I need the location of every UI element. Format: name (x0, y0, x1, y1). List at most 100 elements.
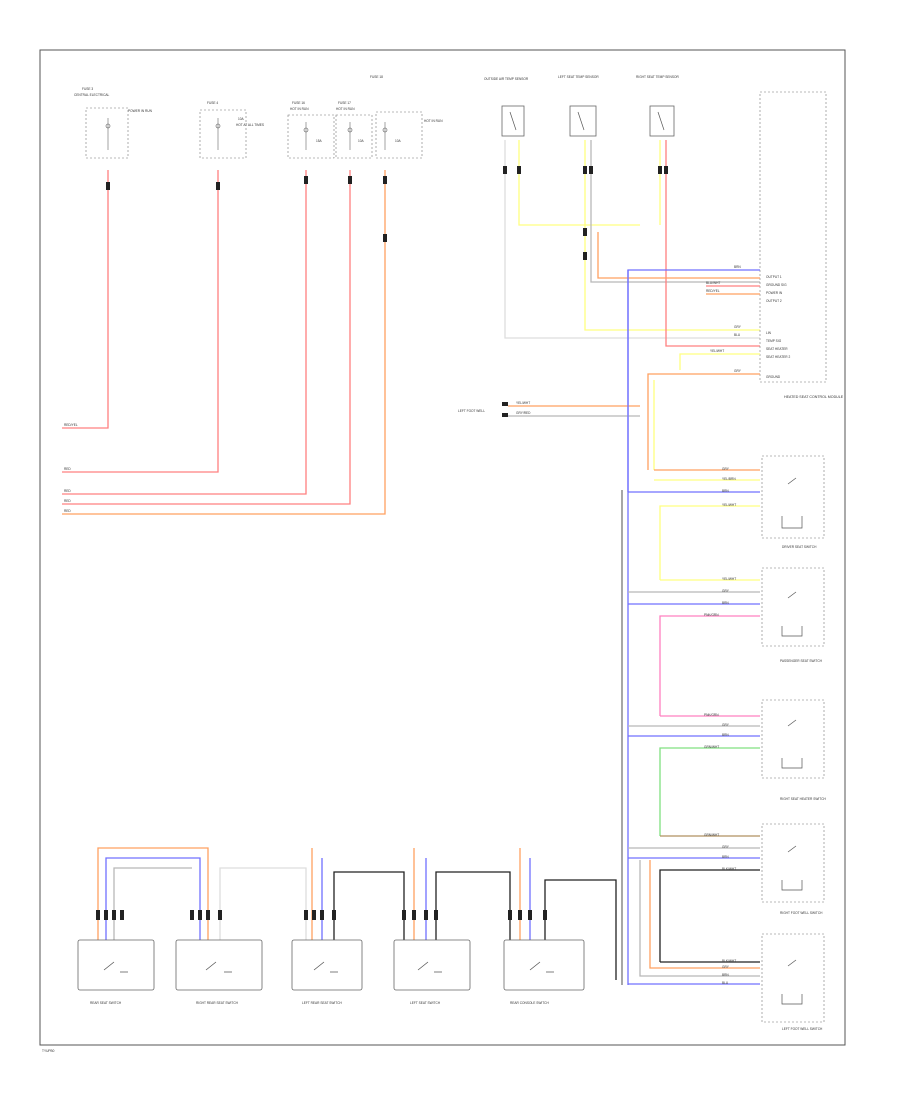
wire-label: BLK/WHT (722, 959, 736, 963)
seat-switch: LEFT SEAT SWITCH (393, 939, 471, 1005)
wire-label: BRN (734, 265, 741, 269)
footer-code: TYUPB0 (42, 1049, 55, 1053)
sensor-icon (657, 111, 665, 131)
connector-pin (383, 176, 387, 184)
wire-label: RED (64, 499, 71, 503)
wire-label: GRY (722, 723, 730, 727)
wire (597, 232, 760, 279)
wire (333, 871, 405, 940)
seat-switch: RIGHT FOOT WELL SWITCH GRN/WHT GRY BRN B… (628, 823, 825, 962)
bottom-wires (96, 847, 617, 980)
wire-label: RED (64, 467, 71, 471)
wire (219, 867, 307, 940)
wire (62, 170, 386, 515)
fuse-sublabel: CENTRAL ELECTRICAL (74, 93, 110, 97)
fuse-housing (199, 109, 247, 159)
fuse-label: FUSE 4 (207, 101, 218, 105)
connector-pin (348, 176, 352, 184)
fuse-label: FUSE 16 (292, 101, 305, 105)
fuse-label: FUSE 3 (82, 87, 93, 91)
wire-label: PNK/GRN (704, 613, 719, 617)
bus-wires (621, 270, 629, 985)
fuse-housing (287, 114, 335, 159)
seat-switch: REAR CONSOLE SWITCH (503, 939, 585, 1005)
wire (62, 170, 307, 495)
module-pin-label: GROUND SIG (766, 283, 787, 287)
fuse-icon (105, 123, 111, 129)
sensor-label: RIGHT SEAT TEMP SENSOR (636, 75, 679, 79)
sensor-label: LEFT SEAT TEMP SENSOR (558, 75, 599, 79)
switch-label: PASSENGER SEAT SWITCH (780, 659, 823, 663)
fuse-icon (215, 123, 221, 129)
fuse-note: HOT IN RUN (290, 107, 309, 111)
fuse-icon (303, 127, 309, 133)
power-wires: RED/YEL RED RED RED RED (62, 170, 387, 515)
wire (649, 860, 760, 969)
wire (435, 871, 511, 940)
wire-label: RED (64, 509, 71, 513)
wire-label: RED (64, 489, 71, 493)
wire (504, 140, 760, 339)
bottom-switch-group: REAR SEAT SWITCH RIGHT REAR SEAT SWITCH … (77, 939, 585, 1005)
wire (639, 860, 760, 977)
wire-label: BLK/WHT (722, 867, 736, 871)
wire-label: GRY (734, 369, 742, 373)
wire-label: BLU (734, 333, 741, 337)
wire-label: GRY/RED (516, 411, 531, 415)
module-pin-label: POWER IN (766, 291, 783, 295)
fuse-sublabel: 15A (316, 139, 323, 143)
fuse-note: HOT IN RUN (336, 107, 355, 111)
wire (659, 505, 760, 580)
switch-label: REAR CONSOLE SWITCH (510, 1001, 549, 1005)
control-module: OUTPUT 1 GROUND SIG POWER IN OUTPUT 2 LI… (759, 91, 844, 399)
fuse-note: POWER IN RUN (128, 109, 153, 113)
fuse-icon (347, 127, 353, 133)
seat-switch: PASSENGER SEAT SWITCH YEL/WHT GRY BRN PN… (628, 567, 825, 716)
fuse-block: FUSE 16 15A HOT IN RUN (287, 101, 335, 159)
module-pin-label: GROUND (766, 375, 781, 379)
fuse-sublabel: 10A (238, 117, 245, 121)
diagram-frame (39, 49, 846, 1046)
connector-pin (106, 182, 110, 190)
wire-label: GRY (734, 325, 742, 329)
seat-switch: RIGHT REAR SEAT SWITCH (175, 939, 263, 1005)
wire-label: BLU (722, 981, 729, 985)
fuse-sublabel: 10A (358, 139, 365, 143)
wire-label: GRY (722, 589, 730, 593)
fuse-housing (335, 114, 373, 159)
wire-label: YEL/WHT (710, 349, 724, 353)
switch-label: RIGHT REAR SEAT SWITCH (196, 1001, 239, 1005)
seat-switch: LEFT REAR SEAT SWITCH (291, 939, 363, 1005)
switch-label: LEFT FOOT WELL SWITCH (782, 1027, 823, 1031)
fuse-label: FUSE 18 (370, 75, 383, 79)
fuse-note: HOT AT ALL TIMES (236, 123, 264, 127)
wire (62, 170, 109, 429)
switch-icon (787, 959, 797, 967)
switch-icon (787, 845, 797, 853)
fuse-sublabel: 10A (395, 139, 402, 143)
switch-icon (205, 961, 232, 973)
connector-label: LEFT FOOT WELL (458, 409, 485, 413)
wire (97, 847, 209, 940)
wire-label: YEL/BRN (722, 477, 736, 481)
wire (659, 747, 760, 836)
fuse-icon (382, 127, 388, 133)
sensor-group: OUTSIDE AIR TEMP SENSOR LEFT SEAT TEMP S… (484, 75, 679, 137)
wire (113, 867, 192, 940)
fuse-block: FUSE 18 10A HOT IN RUN (370, 75, 443, 159)
wire-label: BRN (722, 601, 729, 605)
wire-label: GRN/WHT (704, 745, 719, 749)
wire (647, 373, 760, 470)
switch-label: RIGHT FOOT WELL SWITCH (780, 911, 823, 915)
wire (105, 857, 201, 940)
fuse-block: FUSE 3 CENTRAL ELECTRICAL POWER IN RUN (74, 87, 153, 159)
right-switch-group: DRIVER SEAT SWITCH GRY YEL/BRN BRN YEL/W… (628, 455, 827, 1031)
wire-label: GRY (722, 845, 730, 849)
switch-icon (787, 477, 797, 485)
fuse-label: FUSE 17 (338, 101, 351, 105)
switch-label: REAR SEAT SWITCH (90, 1001, 122, 1005)
module-pin-label: TEMP SIG (766, 339, 782, 343)
sensor-box (569, 105, 597, 137)
switch-icon (313, 961, 338, 973)
